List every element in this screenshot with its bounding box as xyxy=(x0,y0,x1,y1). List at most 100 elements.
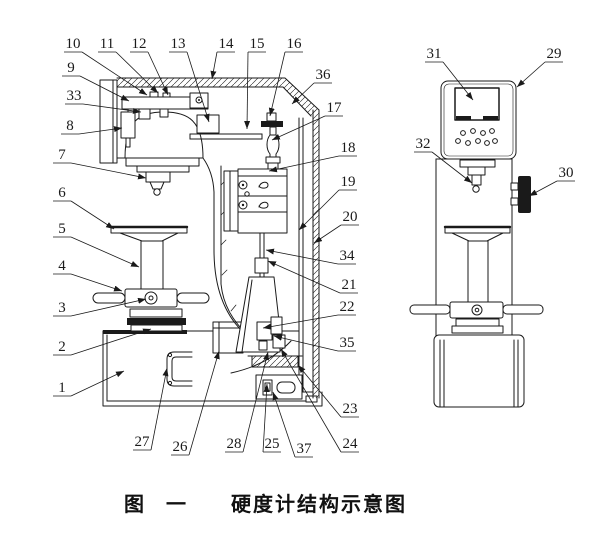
svg-text:22: 22 xyxy=(340,299,355,315)
callout-29: 29 xyxy=(516,46,563,88)
callout-7: 7 xyxy=(53,147,147,180)
callout-18: 18 xyxy=(268,140,357,173)
callout-28: 28 xyxy=(225,351,269,453)
svg-text:30: 30 xyxy=(559,165,574,181)
callout-30: 30 xyxy=(528,165,575,197)
callout-24: 24 xyxy=(280,348,359,453)
svg-text:21: 21 xyxy=(342,277,357,293)
callout-32: 32 xyxy=(414,136,473,184)
svg-text:5: 5 xyxy=(58,221,66,237)
callout-13: 13 xyxy=(169,36,210,123)
svg-text:7: 7 xyxy=(58,147,66,163)
svg-text:35: 35 xyxy=(340,335,355,351)
svg-text:32: 32 xyxy=(416,136,431,152)
display-screen xyxy=(454,87,500,121)
svg-text:8: 8 xyxy=(66,118,74,134)
svg-text:11: 11 xyxy=(100,36,114,52)
main-view xyxy=(92,77,323,407)
callout-31: 31 xyxy=(425,46,474,101)
callout-25: 25 xyxy=(262,383,281,453)
spindle-assembly xyxy=(261,112,283,172)
svg-text:23: 23 xyxy=(343,401,358,417)
figure-caption: 图 一 硬度计结构示意图 xyxy=(124,488,407,517)
svg-text:13: 13 xyxy=(171,36,186,52)
callout-17: 17 xyxy=(271,100,343,141)
u-bracket xyxy=(166,351,193,387)
svg-text:10: 10 xyxy=(66,36,81,52)
callout-21: 21 xyxy=(267,260,358,294)
callout-14: 14 xyxy=(210,36,235,80)
elevating-handwheel-side xyxy=(409,301,544,334)
callout-37: 37 xyxy=(272,391,313,458)
callout-20: 20 xyxy=(313,209,359,244)
svg-text:34: 34 xyxy=(340,248,356,264)
lever-mechanism xyxy=(121,91,209,120)
elevating-handwheel-main xyxy=(92,288,210,332)
callout-27: 27 xyxy=(133,367,169,451)
weight-box xyxy=(223,168,288,234)
callout-10: 10 xyxy=(64,36,148,96)
svg-text:28: 28 xyxy=(227,436,242,452)
figure-label: 图 一 xyxy=(124,494,187,516)
callout-23: 23 xyxy=(297,364,359,418)
indenter-side xyxy=(459,159,496,193)
svg-text:17: 17 xyxy=(327,100,343,116)
svg-text:36: 36 xyxy=(316,67,332,83)
svg-text:1: 1 xyxy=(58,380,66,396)
callout-1: 1 xyxy=(53,370,125,397)
component-box xyxy=(189,114,263,140)
callout-3: 3 xyxy=(53,297,147,317)
svg-text:19: 19 xyxy=(341,174,356,190)
control-buttons[interactable] xyxy=(455,128,498,146)
callout-11: 11 xyxy=(98,36,159,94)
cam-mechanism xyxy=(235,276,286,353)
callout-4: 4 xyxy=(53,258,123,292)
side-view xyxy=(409,80,544,408)
load-rod xyxy=(254,232,269,279)
svg-text:33: 33 xyxy=(67,88,82,104)
callout-34: 34 xyxy=(265,248,356,265)
callout-36: 36 xyxy=(291,67,332,105)
indenter-main xyxy=(125,157,200,196)
anvil-table-main xyxy=(109,225,189,290)
svg-text:24: 24 xyxy=(343,436,359,452)
svg-text:15: 15 xyxy=(250,36,265,52)
callout-35: 35 xyxy=(273,334,356,352)
svg-text:20: 20 xyxy=(343,209,358,225)
svg-text:4: 4 xyxy=(58,258,66,274)
callout-26: 26 xyxy=(171,350,220,456)
callout-2: 2 xyxy=(53,328,152,356)
svg-text:18: 18 xyxy=(341,140,356,156)
callout-33: 33 xyxy=(65,88,142,114)
svg-text:14: 14 xyxy=(219,36,235,52)
svg-text:27: 27 xyxy=(135,434,151,450)
callout-6: 6 xyxy=(53,185,115,230)
svg-text:26: 26 xyxy=(173,439,189,455)
svg-text:3: 3 xyxy=(58,300,66,316)
svg-text:31: 31 xyxy=(427,46,442,62)
callout-12: 12 xyxy=(130,36,169,96)
svg-text:16: 16 xyxy=(287,36,303,52)
svg-text:9: 9 xyxy=(67,60,75,76)
svg-text:37: 37 xyxy=(297,441,313,457)
callout-16: 16 xyxy=(268,36,303,117)
side-wheel[interactable] xyxy=(510,176,531,213)
svg-text:12: 12 xyxy=(132,36,147,52)
callout-15: 15 xyxy=(244,36,266,130)
svg-text:25: 25 xyxy=(265,436,280,452)
top-housing xyxy=(99,77,320,399)
switch-box xyxy=(255,374,303,400)
callout-19: 19 xyxy=(298,174,357,231)
anvil-table-side xyxy=(443,225,512,303)
svg-text:29: 29 xyxy=(547,46,562,62)
figure-title: 硬度计结构示意图 xyxy=(231,494,407,516)
damper-cylinder xyxy=(120,111,136,148)
callout-9: 9 xyxy=(62,60,130,102)
callout-22: 22 xyxy=(262,299,356,330)
svg-text:2: 2 xyxy=(58,339,66,355)
side-base xyxy=(433,334,525,408)
step-plate xyxy=(247,355,303,368)
